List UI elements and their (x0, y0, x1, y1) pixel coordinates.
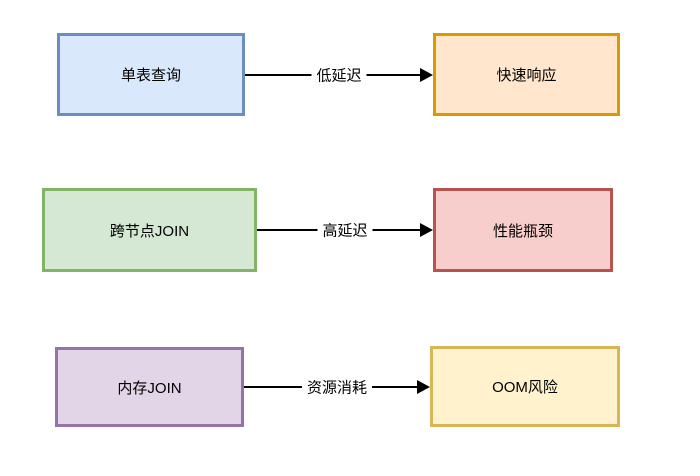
node-single-table-query: 单表查询 (57, 33, 245, 116)
edge-label-high-latency: 高延迟 (317, 219, 373, 241)
edge-high-latency: 高延迟 (257, 215, 433, 245)
edge-label-low-latency: 低延迟 (311, 64, 367, 86)
arrow-head-icon (420, 68, 433, 82)
node-fast-response: 快速响应 (433, 33, 620, 116)
node-oom-risk: OOM风险 (430, 346, 620, 427)
arrow-head-icon (420, 223, 433, 237)
arrow-head-icon (417, 380, 430, 394)
node-cross-node-join: 跨节点JOIN (42, 188, 257, 272)
node-memory-join: 内存JOIN (55, 347, 244, 427)
edge-low-latency: 低延迟 (245, 60, 433, 90)
edge-label-resource-consumption: 资源消耗 (301, 376, 373, 398)
edge-resource-consumption: 资源消耗 (244, 372, 430, 402)
node-performance-bottleneck: 性能瓶颈 (433, 188, 613, 272)
